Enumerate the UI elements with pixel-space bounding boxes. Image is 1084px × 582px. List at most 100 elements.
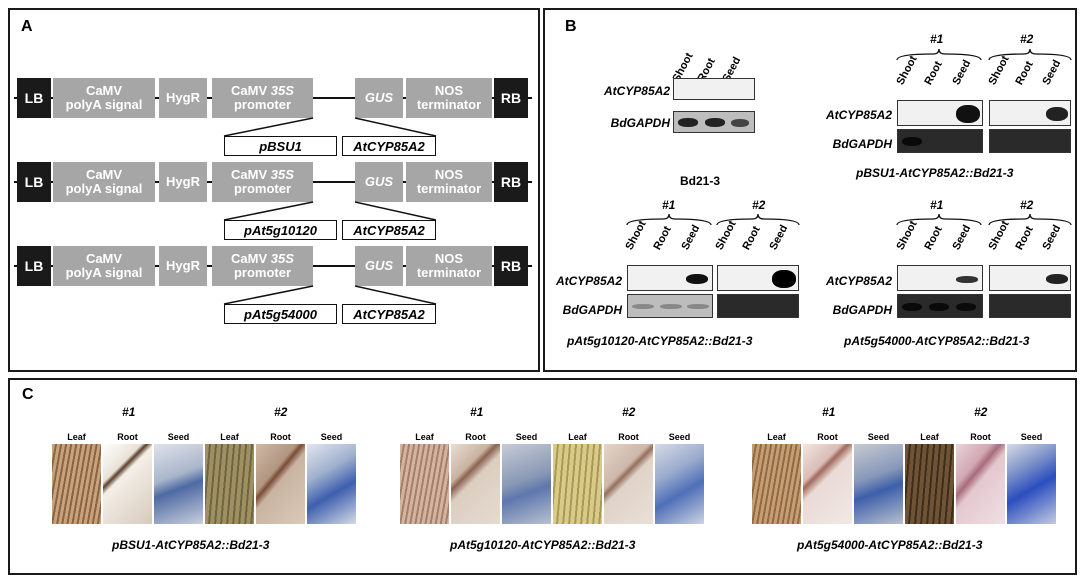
insert-promoter-box: pAt5g54000 [224,304,337,324]
gene-label: AtCYP85A2 [603,84,670,98]
promoter-text-1: CaMV 35S [231,252,294,266]
gus-stain-photo [854,444,903,524]
polya-text-1: CaMV [85,167,123,182]
gus-caption-1: pBSU1-AtCYP85A2::Bd21-3 [112,538,270,552]
gel-band [705,118,725,127]
gel-band [731,119,749,127]
nos-text-1: NOS [434,167,464,182]
gel-band [687,304,709,309]
rb-box: RB [494,162,528,202]
gus-stain-photo [103,444,152,524]
gel-image [989,294,1071,318]
gel-band [632,304,654,309]
control-label: BdGAPDH [832,303,892,317]
gus-stain-photo [205,444,254,524]
polya-text-1: CaMV [85,83,123,98]
gene-label: AtCYP85A2 [825,108,892,122]
gel-image [897,294,983,318]
gus-tissue-label: Leaf [568,432,587,442]
replicate-1-label: #1 [930,32,944,46]
gus-stain-photo [655,444,704,524]
gus-tissue-label: Root [270,432,291,442]
polya-text-1: CaMV [85,251,123,266]
gel-image [627,265,713,291]
gus-tissue-label: Root [970,432,991,442]
gus-stain-photo [905,444,954,524]
gus-stain-photo [604,444,653,524]
panel-b [543,8,1077,372]
gus-stain-photo [451,444,500,524]
gus-tissue-label: Root [618,432,639,442]
gus-stain-photo [400,444,449,524]
nos-text-1: NOS [434,251,464,266]
gus-box: GUS [355,246,403,286]
gel-band [660,304,682,309]
gus-tissue-label: Seed [515,432,538,442]
gel-band [956,276,978,283]
panel-a-label: A [21,18,33,35]
gel-band [902,303,922,311]
replicate-2-label: #2 [1020,198,1034,212]
gus-stain-photo [1007,444,1056,524]
gus-stain-photo [752,444,801,524]
insert-gene-box: AtCYP85A2 [342,220,436,240]
gel-band [772,270,796,288]
gel-image [897,129,983,153]
gel-image [673,111,755,133]
replicate-1-label: #1 [930,198,944,212]
promoter-text-2: promoter [233,265,292,280]
gus-replicate-2-label: #2 [274,405,288,419]
gel-image [989,100,1071,126]
gus-stain-photo [256,444,305,524]
hygr-box: HygR [159,246,207,286]
lb-box: LB [17,78,51,118]
gel-image [989,265,1071,291]
hygr-box: HygR [159,162,207,202]
gus-tissue-label: Leaf [920,432,939,442]
insert-promoter-box: pAt5g10120 [224,220,337,240]
gus-caption-2: pAt5g10120-AtCYP85A2::Bd21-3 [450,538,636,552]
gel-caption-2: pAt5g10120-AtCYP85A2::Bd21-3 [567,334,753,348]
replicate-brace [716,214,800,226]
gus-tissue-label: Seed [867,432,890,442]
gus-box: GUS [355,162,403,202]
gus-caption-3: pAt5g54000-AtCYP85A2::Bd21-3 [797,538,983,552]
gus-stain-photo [553,444,602,524]
gus-tissue-label: Leaf [767,432,786,442]
gus-tissue-label: Leaf [220,432,239,442]
nos-text-2: terminator [416,181,482,196]
control-label: BdGAPDH [610,116,670,130]
gel-caption-1: pBSU1-AtCYP85A2::Bd21-3 [856,166,1014,180]
gus-tissue-label: Seed [668,432,691,442]
gus-tissue-label: Seed [1020,432,1043,442]
polya-text-2: polyA signal [65,181,143,196]
promoter-camv: CaMV [231,167,268,182]
gel-band [686,274,708,284]
gel-image [897,265,983,291]
gus-replicate-1-label: #1 [470,405,484,419]
replicate-brace [988,49,1072,61]
gel-band [956,105,980,123]
insert-gene-box: AtCYP85A2 [342,304,436,324]
gus-replicate-1-label: #1 [822,405,836,419]
panel-c-label: C [22,386,34,403]
gus-tissue-label: Root [117,432,138,442]
panel-a [8,8,540,372]
gus-tissue-label: Leaf [67,432,86,442]
gus-stain-photo [956,444,1005,524]
gel-image [717,265,799,291]
gus-stain-photo [502,444,551,524]
gel-image [627,294,713,318]
wt-caption: Bd21-3 [680,174,721,188]
gene-label: AtCYP85A2 [555,274,622,288]
replicate-brace [626,214,712,226]
gel-caption-3: pAt5g54000-AtCYP85A2::Bd21-3 [844,334,1030,348]
promoter-35s: 35S [270,167,294,182]
